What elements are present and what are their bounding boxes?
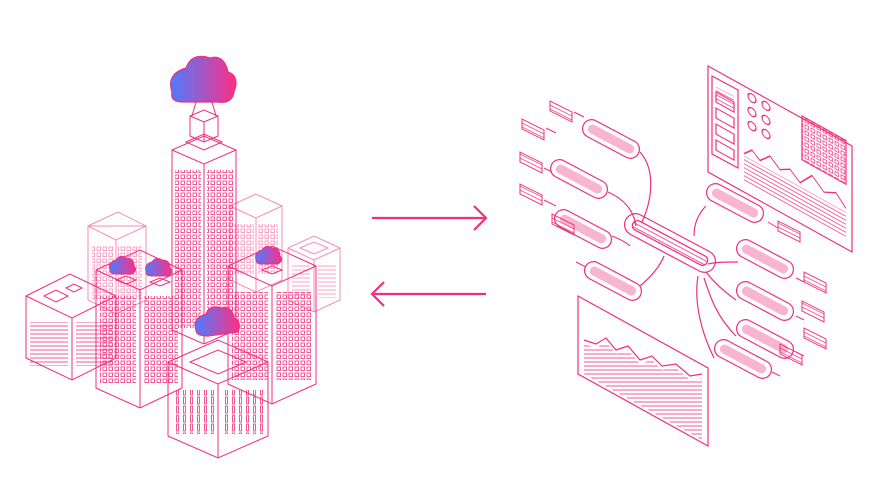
roof-box — [260, 265, 284, 275]
mind-map-center-node — [623, 213, 717, 273]
city-buildings-with-clouds-icon — [25, 109, 341, 459]
roof-box — [148, 277, 172, 287]
cloud-icon — [109, 255, 137, 275]
arrow-right-icon — [372, 205, 488, 231]
cloud-icon — [170, 55, 237, 117]
cloud-icon — [255, 245, 283, 265]
cloud-icon — [194, 306, 240, 337]
cloud-icon — [145, 257, 173, 277]
mind-map-connectors — [607, 151, 739, 359]
mind-map — [519, 100, 827, 379]
roof-box — [114, 275, 138, 285]
mind-map-leaf-labels-right — [767, 220, 827, 377]
mind-map-node-right — [705, 183, 795, 379]
cloud-icons — [109, 55, 283, 337]
background-building-right — [229, 193, 283, 293]
dashboard-panel — [707, 64, 853, 254]
arrow-left-icon — [370, 281, 486, 307]
background-building-far-right — [287, 235, 341, 313]
mid-building-right — [227, 245, 317, 405]
chart-panel — [577, 294, 709, 448]
tall-tower — [171, 109, 237, 345]
front-building — [167, 339, 269, 459]
mind-map-and-dashboard-icon — [519, 64, 853, 448]
mind-map-leaf-labels-left — [519, 100, 587, 268]
